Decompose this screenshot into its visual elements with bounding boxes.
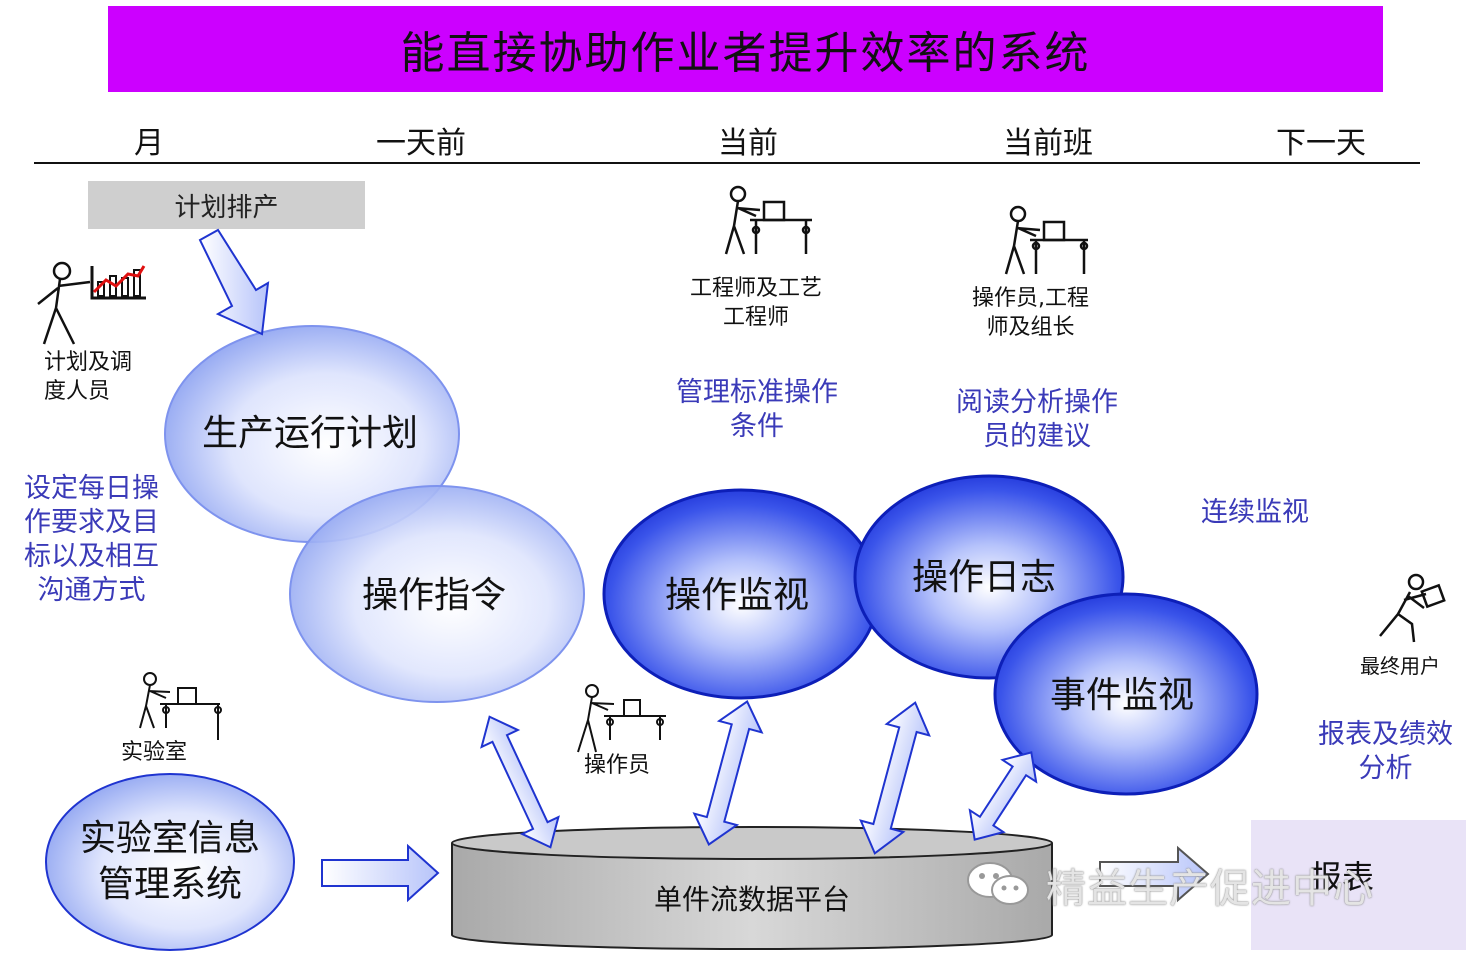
watermark-text: 精益生产促进中心: [1046, 866, 1374, 912]
chart-icon: [90, 265, 146, 300]
worker-icon: [1004, 205, 1089, 275]
wechat-icon: [967, 862, 1029, 905]
timeline-label-current-shift: 当前班: [1003, 126, 1093, 161]
lims-label: 实验室信息 管理系统: [79, 818, 261, 905]
note-read-suggestions: 阅读分析操作 员的建议: [956, 387, 1118, 452]
operation-log-label: 操作日志: [911, 557, 1057, 598]
lims-ellipse: [45, 773, 295, 951]
timeline-axis: [34, 162, 1420, 164]
worker-icon: [37, 261, 91, 345]
event-monitor-label: 事件监视: [1049, 675, 1195, 716]
worker-icon: [139, 672, 222, 740]
operation-instruction-label: 操作指令: [361, 575, 507, 616]
log-platform-double-arrow: [859, 701, 931, 855]
role-end-user-label: 最终用户: [1360, 654, 1440, 678]
role-operator-team-label: 操作员,工程 师及组长: [972, 286, 1089, 340]
running-person-icon: [1379, 573, 1446, 643]
timeline-label-next-day: 下一天: [1276, 126, 1366, 161]
monitor-platform-double-arrow: [692, 700, 764, 846]
instruction-platform-double-arrow: [480, 715, 560, 849]
report-label: 报表: [1310, 858, 1375, 896]
role-operator-label: 操作员: [584, 753, 651, 778]
worker-icon: [724, 185, 812, 255]
operation-instruction-ellipse: [289, 485, 585, 703]
worker-icon: [577, 684, 666, 753]
data-platform-cylinder: [451, 826, 1053, 950]
diagram-title: 能直接协助作业者提升效率的系统: [108, 6, 1383, 92]
timeline-label-current: 当前: [718, 126, 778, 161]
plan-scheduling-box: 计划排产: [88, 181, 365, 229]
note-reports-performance: 报表及绩效 分析: [1318, 719, 1453, 784]
report-box: [1251, 820, 1466, 950]
production-plan-label: 生产运行计划: [201, 413, 419, 454]
note-manage-conditions: 管理标准操作 条件: [676, 377, 838, 442]
role-planner-label: 计划及调 度人员: [44, 350, 133, 404]
data-platform-label: 单件流数据平台: [653, 883, 851, 916]
note-continuous-monitor: 连续监视: [1201, 497, 1309, 528]
timeline-label-day-before: 一天前: [376, 126, 466, 161]
note-set-requirements: 设定每日操 作要求及目 标以及相互 沟通方式: [24, 473, 159, 606]
role-engineer-label: 工程师及工艺 工程师: [690, 276, 823, 330]
event-monitor-ellipse: [993, 592, 1259, 796]
operation-monitor-label: 操作监视: [664, 575, 810, 616]
event-platform-double-arrow: [968, 751, 1038, 841]
role-lab-label: 实验室: [121, 740, 188, 765]
lims-to-platform-arrow: [321, 843, 440, 903]
timeline-label-month: 月: [134, 126, 164, 161]
plan-to-production-arrow: [198, 228, 270, 336]
platform-to-report-arrow: [1099, 845, 1210, 903]
